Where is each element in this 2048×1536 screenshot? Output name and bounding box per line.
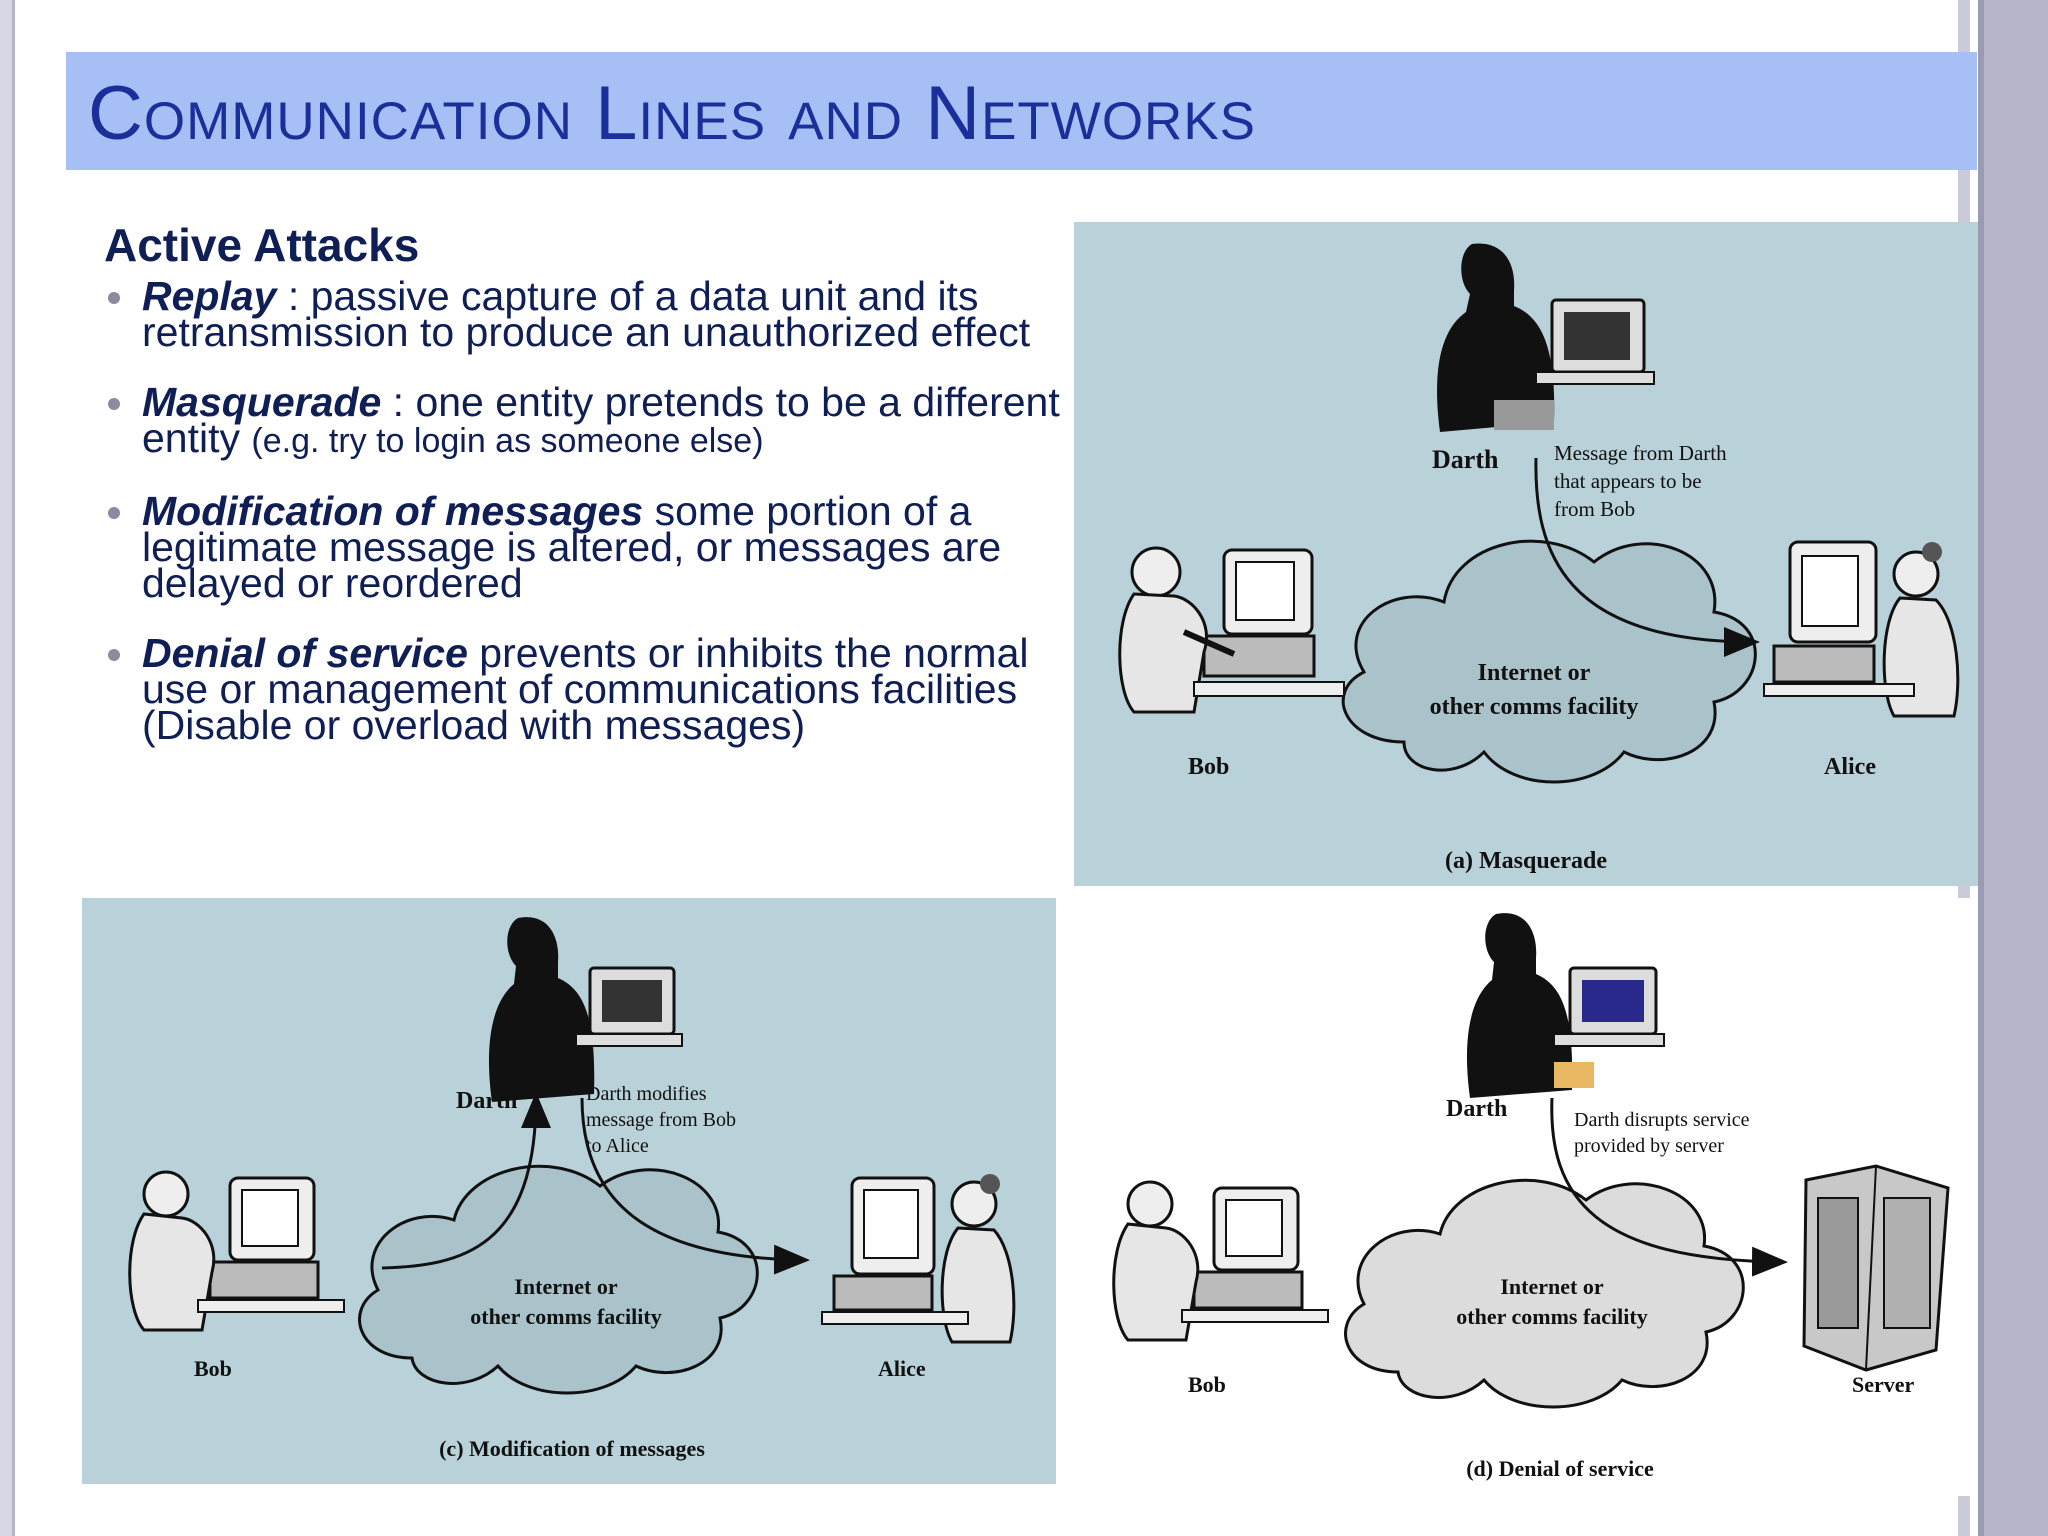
bullet-modification: Modification of messages some portion of… xyxy=(104,491,1064,604)
darth-icon xyxy=(1466,913,1665,1098)
internet-cloud-icon xyxy=(1344,1178,1745,1409)
internet-cloud-icon xyxy=(1341,539,1757,784)
bullet-replay: Replay : passive capture of a data unit … xyxy=(104,276,1064,353)
cloud-label: Internet or xyxy=(514,1274,617,1299)
note-line: Message from Darth xyxy=(1554,441,1727,465)
cloud-label: other comms facility xyxy=(1456,1304,1647,1329)
server-label: Server xyxy=(1852,1372,1915,1397)
title-band xyxy=(66,52,1977,170)
figure-denial-of-service: Darth Darth disrupts service provided by… xyxy=(1076,898,1978,1496)
forward-arrow xyxy=(580,1097,810,1275)
bullet-aside: (e.g. try to login as someone else) xyxy=(251,422,764,460)
figure-masquerade: Darth Message from Darth that appears to… xyxy=(1074,222,1978,886)
attack-path-arrow xyxy=(1534,457,1760,657)
bullet-text: some portion of a legitimate message is … xyxy=(142,488,1002,606)
darth-label: Darth xyxy=(456,1088,517,1114)
figure-caption: (c) Modification of messages xyxy=(439,1436,705,1461)
bullet-term: Replay xyxy=(142,273,277,319)
alice-label: Alice xyxy=(1824,754,1876,780)
cloud-label: other comms facility xyxy=(470,1304,661,1329)
cloud-label: Internet or xyxy=(1478,660,1591,686)
bullet-text: : one entity pretends to be a different … xyxy=(142,379,1060,461)
bullet-term: Denial of service xyxy=(142,630,468,676)
bob-label: Bob xyxy=(1188,1372,1226,1397)
darth-label: Darth xyxy=(1432,445,1499,474)
figure-caption: (d) Denial of service xyxy=(1466,1456,1654,1481)
bob-icon xyxy=(1118,546,1345,714)
bullet-text: prevents or inhibits the normal use or m… xyxy=(142,630,1029,748)
note-line: message from Bob xyxy=(586,1109,736,1131)
figure-modification: Darth Darth modifies message from Bob to… xyxy=(82,898,1056,1484)
section-heading: Active Attacks xyxy=(104,219,420,271)
note-line: to Alice xyxy=(586,1135,649,1157)
darth-label: Darth xyxy=(1446,1096,1507,1122)
note-line: Darth disrupts service xyxy=(1574,1109,1750,1131)
bullet-term: Modification of messages xyxy=(142,488,644,534)
note-line: that appears to be xyxy=(1554,469,1702,493)
bullet-masquerade: Masquerade : one entity pretends to be a… xyxy=(104,382,1064,460)
bullet-term: Masquerade xyxy=(142,379,382,425)
slide-right-edge xyxy=(1978,0,2048,1536)
bob-icon xyxy=(1112,1180,1329,1342)
bullet-text: : passive capture of a data unit and its… xyxy=(142,273,1031,355)
alice-icon xyxy=(1763,540,1960,718)
cloud-label: Internet or xyxy=(1500,1274,1603,1299)
bob-label: Bob xyxy=(194,1356,232,1381)
alice-icon xyxy=(821,1174,1016,1344)
note-line: Darth modifies xyxy=(586,1083,707,1105)
bullet-denial: Denial of service prevents or inhibits t… xyxy=(104,633,1064,746)
bullet-list: Replay : passive capture of a data unit … xyxy=(104,276,1064,746)
disrupt-arrow xyxy=(1550,1097,1788,1277)
figure-caption: (a) Masquerade xyxy=(1445,848,1607,874)
alice-label: Alice xyxy=(878,1356,926,1381)
note-line: from Bob xyxy=(1554,497,1635,521)
intercept-arrow xyxy=(381,1092,551,1270)
darth-icon xyxy=(488,917,683,1102)
note-line: provided by server xyxy=(1574,1135,1724,1157)
internet-cloud-icon xyxy=(358,1164,759,1395)
bob-icon xyxy=(128,1170,345,1332)
darth-icon xyxy=(1437,243,1655,432)
cloud-label: other comms facility xyxy=(1430,694,1639,720)
slide-title: Communication Lines and Networks xyxy=(88,71,1257,156)
slide-left-edge xyxy=(0,0,15,1536)
server-icon xyxy=(1802,1164,1950,1372)
bob-label: Bob xyxy=(1188,754,1229,780)
text-block: Active Attacks Replay : passive capture … xyxy=(104,218,1064,777)
